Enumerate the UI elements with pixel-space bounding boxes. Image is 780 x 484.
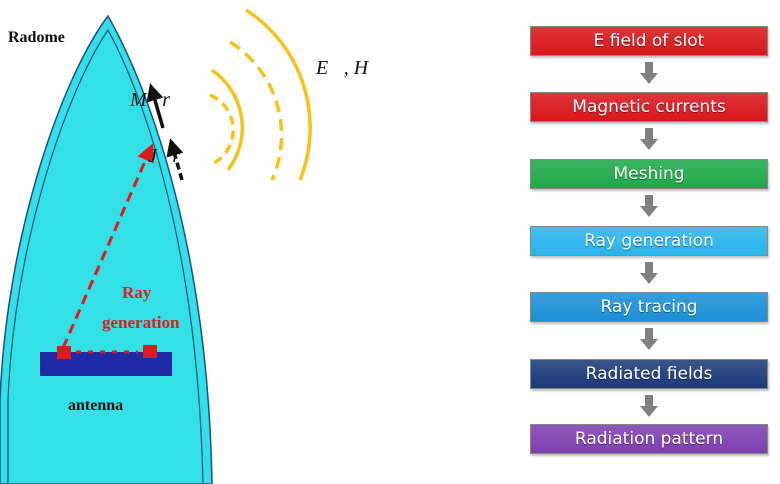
- radome-inner-wall: [7, 28, 204, 484]
- wave-middle: [211, 68, 245, 172]
- flow-step-label: E field of slot: [593, 31, 705, 51]
- flow-step-label: Ray tracing: [600, 297, 698, 317]
- flow-step-label: Magnetic currents: [572, 97, 726, 117]
- flow-step-radiation-pattern: Radiation pattern: [530, 424, 768, 454]
- flow-step-label: Meshing: [613, 164, 685, 184]
- antenna-element-left: [57, 346, 71, 359]
- flow-step-e-field: E field of slot: [530, 26, 768, 56]
- flow-step-label: Radiated fields: [585, 364, 713, 384]
- jr-arrow: [166, 138, 184, 181]
- mr-arrow: [146, 83, 165, 129]
- radome-label: Radome: [8, 29, 65, 46]
- down-arrow-icon: [640, 262, 658, 284]
- wave-outer: [245, 8, 312, 181]
- down-arrow-icon: [640, 195, 658, 217]
- ray-label-line1: Ray: [122, 283, 152, 302]
- down-arrow-icon: [640, 328, 658, 350]
- flow-step-label: Ray generation: [584, 231, 714, 251]
- flow-step-radiated-fields: Radiated fields: [530, 359, 768, 389]
- flow-step-label: Radiation pattern: [574, 429, 724, 449]
- wave-outer-dashed: [229, 40, 284, 181]
- field-label: E⃗, H⃗: [315, 57, 384, 79]
- mr-label: M⃗r: [129, 89, 170, 111]
- down-arrow-icon: [640, 62, 658, 84]
- down-arrow-icon: [640, 395, 658, 417]
- wave-inner: [209, 93, 235, 167]
- antenna-label: antenna: [68, 397, 123, 414]
- ray-line: [61, 143, 154, 349]
- ray-label-line2: generation: [102, 313, 180, 332]
- flow-step-ray-tracing: Ray tracing: [530, 292, 768, 322]
- flow-step-meshing: Meshing: [530, 159, 768, 189]
- down-arrow-icon: [640, 128, 658, 150]
- flow-step-magnetic-currents: Magnetic currents: [530, 92, 768, 122]
- jr-label: J⃗r: [148, 145, 180, 167]
- flow-step-ray-generation: Ray generation: [530, 226, 768, 256]
- antenna-element-right: [143, 345, 157, 358]
